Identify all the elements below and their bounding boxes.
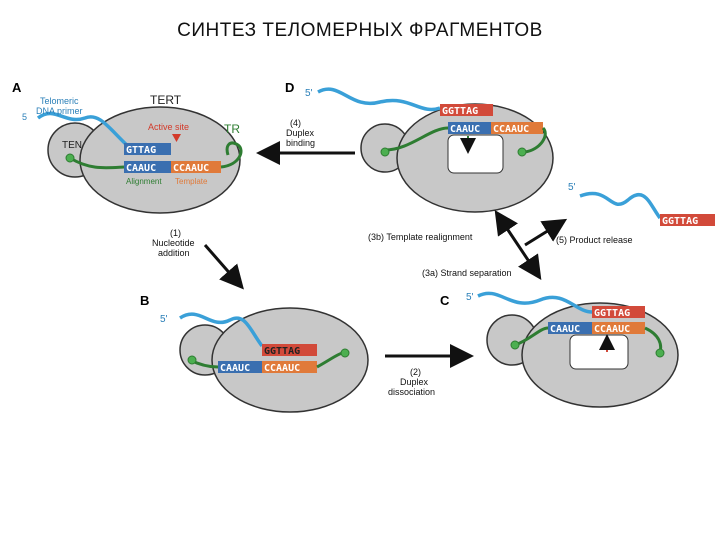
arrow-product-release (524, 218, 568, 247)
svg-text:(1): (1) (170, 228, 181, 238)
tert-body (79, 106, 241, 214)
arrow-nucleotide-addition (203, 244, 244, 290)
panel-a: A Telomeric DNA primer 5 TERT Active sit… (12, 80, 243, 214)
five-prime-label: 5' (160, 314, 168, 325)
template-left-box (218, 361, 262, 373)
svg-text:Nucleotide: Nucleotide (152, 238, 195, 248)
rna-end-dot (510, 340, 520, 350)
telomeric-primer-label-2: DNA primer (36, 106, 83, 116)
dna-seq: GGTTAG (662, 216, 698, 227)
released-dna-strand (579, 191, 662, 220)
tert-label: TERT (150, 93, 182, 107)
panel-b: B 5' GGTTAG CAAUC CCAAUC (140, 293, 369, 413)
active-site-label: Active site (148, 122, 189, 132)
template-right-box (592, 322, 645, 334)
rna-end-dot (380, 147, 390, 157)
template-left-seq: CAAUC (450, 124, 480, 135)
five-prime-label: 5' (305, 88, 313, 99)
template-right-seq: CCAAUC (264, 363, 300, 374)
template-right-seq: CCAAUC (493, 124, 529, 135)
svg-text:(4): (4) (290, 118, 301, 128)
panel-d-letter: D (285, 80, 294, 95)
step-1-label: (1) Nucleotide addition (152, 228, 195, 258)
dna-strand (179, 312, 264, 348)
dna-seq-box (124, 143, 171, 155)
rna-end-dot (187, 355, 197, 365)
template-left-seq: CAAUC (220, 363, 250, 374)
five-prime-label: 5' (466, 292, 474, 303)
page-title: СИНТЕЗ ТЕЛОМЕРНЫХ ФРАГМЕНТОВ (177, 20, 543, 41)
template-left-box (124, 161, 171, 173)
tr-rna-strand (69, 141, 243, 170)
active-cleft (569, 334, 629, 370)
step-2-label: (2) Duplex dissociation (388, 367, 435, 397)
rna-end-dot (340, 348, 350, 358)
five-prime-label: 5 (22, 112, 27, 122)
template-left-seq: CAAUC (126, 163, 156, 174)
step-3b-label: (3b) Template realignment (368, 232, 473, 242)
dna-seq-box (262, 344, 317, 356)
step-3a-label: (3a) Strand separation (422, 268, 512, 278)
svg-text:Duplex: Duplex (286, 128, 315, 138)
telomeric-primer-label-1: Telomeric (40, 96, 79, 106)
template-left-box (548, 322, 592, 334)
svg-text:addition: addition (158, 248, 190, 258)
panel-c: C 5' GGTTAG CAAUC CCAAUC (440, 291, 679, 408)
panel-a-letter: A (12, 80, 22, 95)
arrow-realign-separation (494, 210, 542, 280)
released-product: 5' GGTTAG (568, 182, 715, 227)
rna-end-dot (655, 348, 665, 358)
template-label: Template (175, 177, 208, 186)
panel-b-letter: B (140, 293, 149, 308)
template-right-box (262, 361, 317, 373)
active-site-marker (172, 134, 181, 142)
five-prime-label: 5' (568, 182, 576, 193)
template-left-seq: CAAUC (550, 324, 580, 335)
panel-c-letter: C (440, 293, 450, 308)
ten-label: TEN (62, 140, 82, 151)
dna-seq-box (440, 104, 493, 116)
template-right-box (491, 122, 543, 134)
active-cleft (447, 134, 504, 174)
dna-strand (477, 291, 593, 314)
svg-text:binding: binding (286, 138, 315, 148)
svg-text:Duplex: Duplex (400, 377, 429, 387)
step-4-label: (4) Duplex binding (286, 118, 315, 148)
telomeric-primer-strand (36, 111, 132, 150)
template-right-seq: CCAAUC (173, 163, 209, 174)
template-right-box (171, 161, 221, 173)
rna-strand (384, 126, 547, 154)
alignment-label: Alignment (126, 177, 162, 186)
tr-label: TR (224, 122, 240, 136)
template-right-seq: CCAAUC (594, 324, 630, 335)
dna-seq-box (660, 214, 715, 226)
dna-strand (317, 87, 441, 112)
rna-end-dot (65, 153, 75, 163)
dna-seq: GTTAG (126, 145, 156, 156)
rna-end-dot (517, 147, 527, 157)
tert-body (211, 307, 369, 413)
template-left-box (448, 122, 491, 134)
step-5-label: (5) Product release (556, 235, 633, 245)
dna-seq: GGTTAG (264, 346, 300, 357)
svg-text:dissociation: dissociation (388, 387, 435, 397)
svg-text:(2): (2) (410, 367, 421, 377)
panel-d: D 5' GGTTAG CAAUC CCAAUC (285, 80, 554, 213)
dna-seq: GGTTAG (594, 308, 630, 319)
dna-seq-box (592, 306, 645, 318)
dna-seq: GGTTAG (442, 106, 478, 117)
